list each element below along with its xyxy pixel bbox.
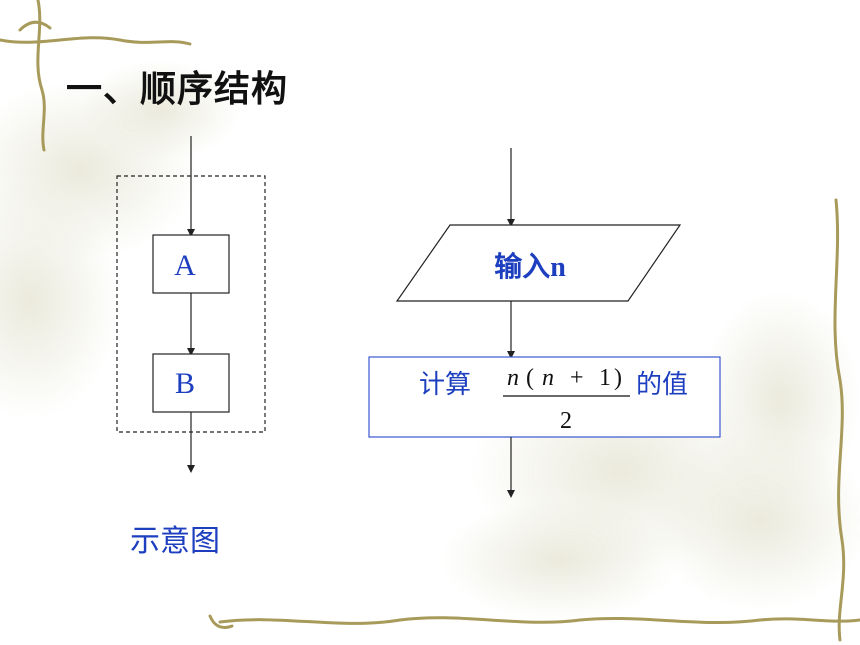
numerator-n-inner: n [542,365,554,391]
input-parallelogram [395,224,682,302]
input-label: 输入n [494,250,566,283]
numerator-open-paren: ( [526,365,534,391]
numerator-plus: + [570,365,584,391]
box-a-label: A [174,249,196,282]
background-blossom-decoration [0,60,860,620]
numerator-close-paren: ) [614,365,622,391]
right-flowchart: 输入n 计算 n ( n + 1 ) 2 的值 [368,148,721,498]
denominator: 2 [560,408,572,434]
process-prefix: 计算 [419,370,471,400]
box-b-label: B [175,367,195,400]
process-box [368,356,721,438]
diagram-caption: 示意图 [130,524,220,559]
numerator-n: n [507,365,519,391]
fraction-formula: n ( n + 1 ) 2 [503,365,630,434]
process-suffix: 的值 [636,370,688,400]
numerator-one: 1 [599,365,611,391]
slide-title: 一、顺序结构 [66,69,289,110]
left-sequence-diagram: A B [116,136,266,473]
box-b [152,353,230,413]
box-a [152,234,230,294]
